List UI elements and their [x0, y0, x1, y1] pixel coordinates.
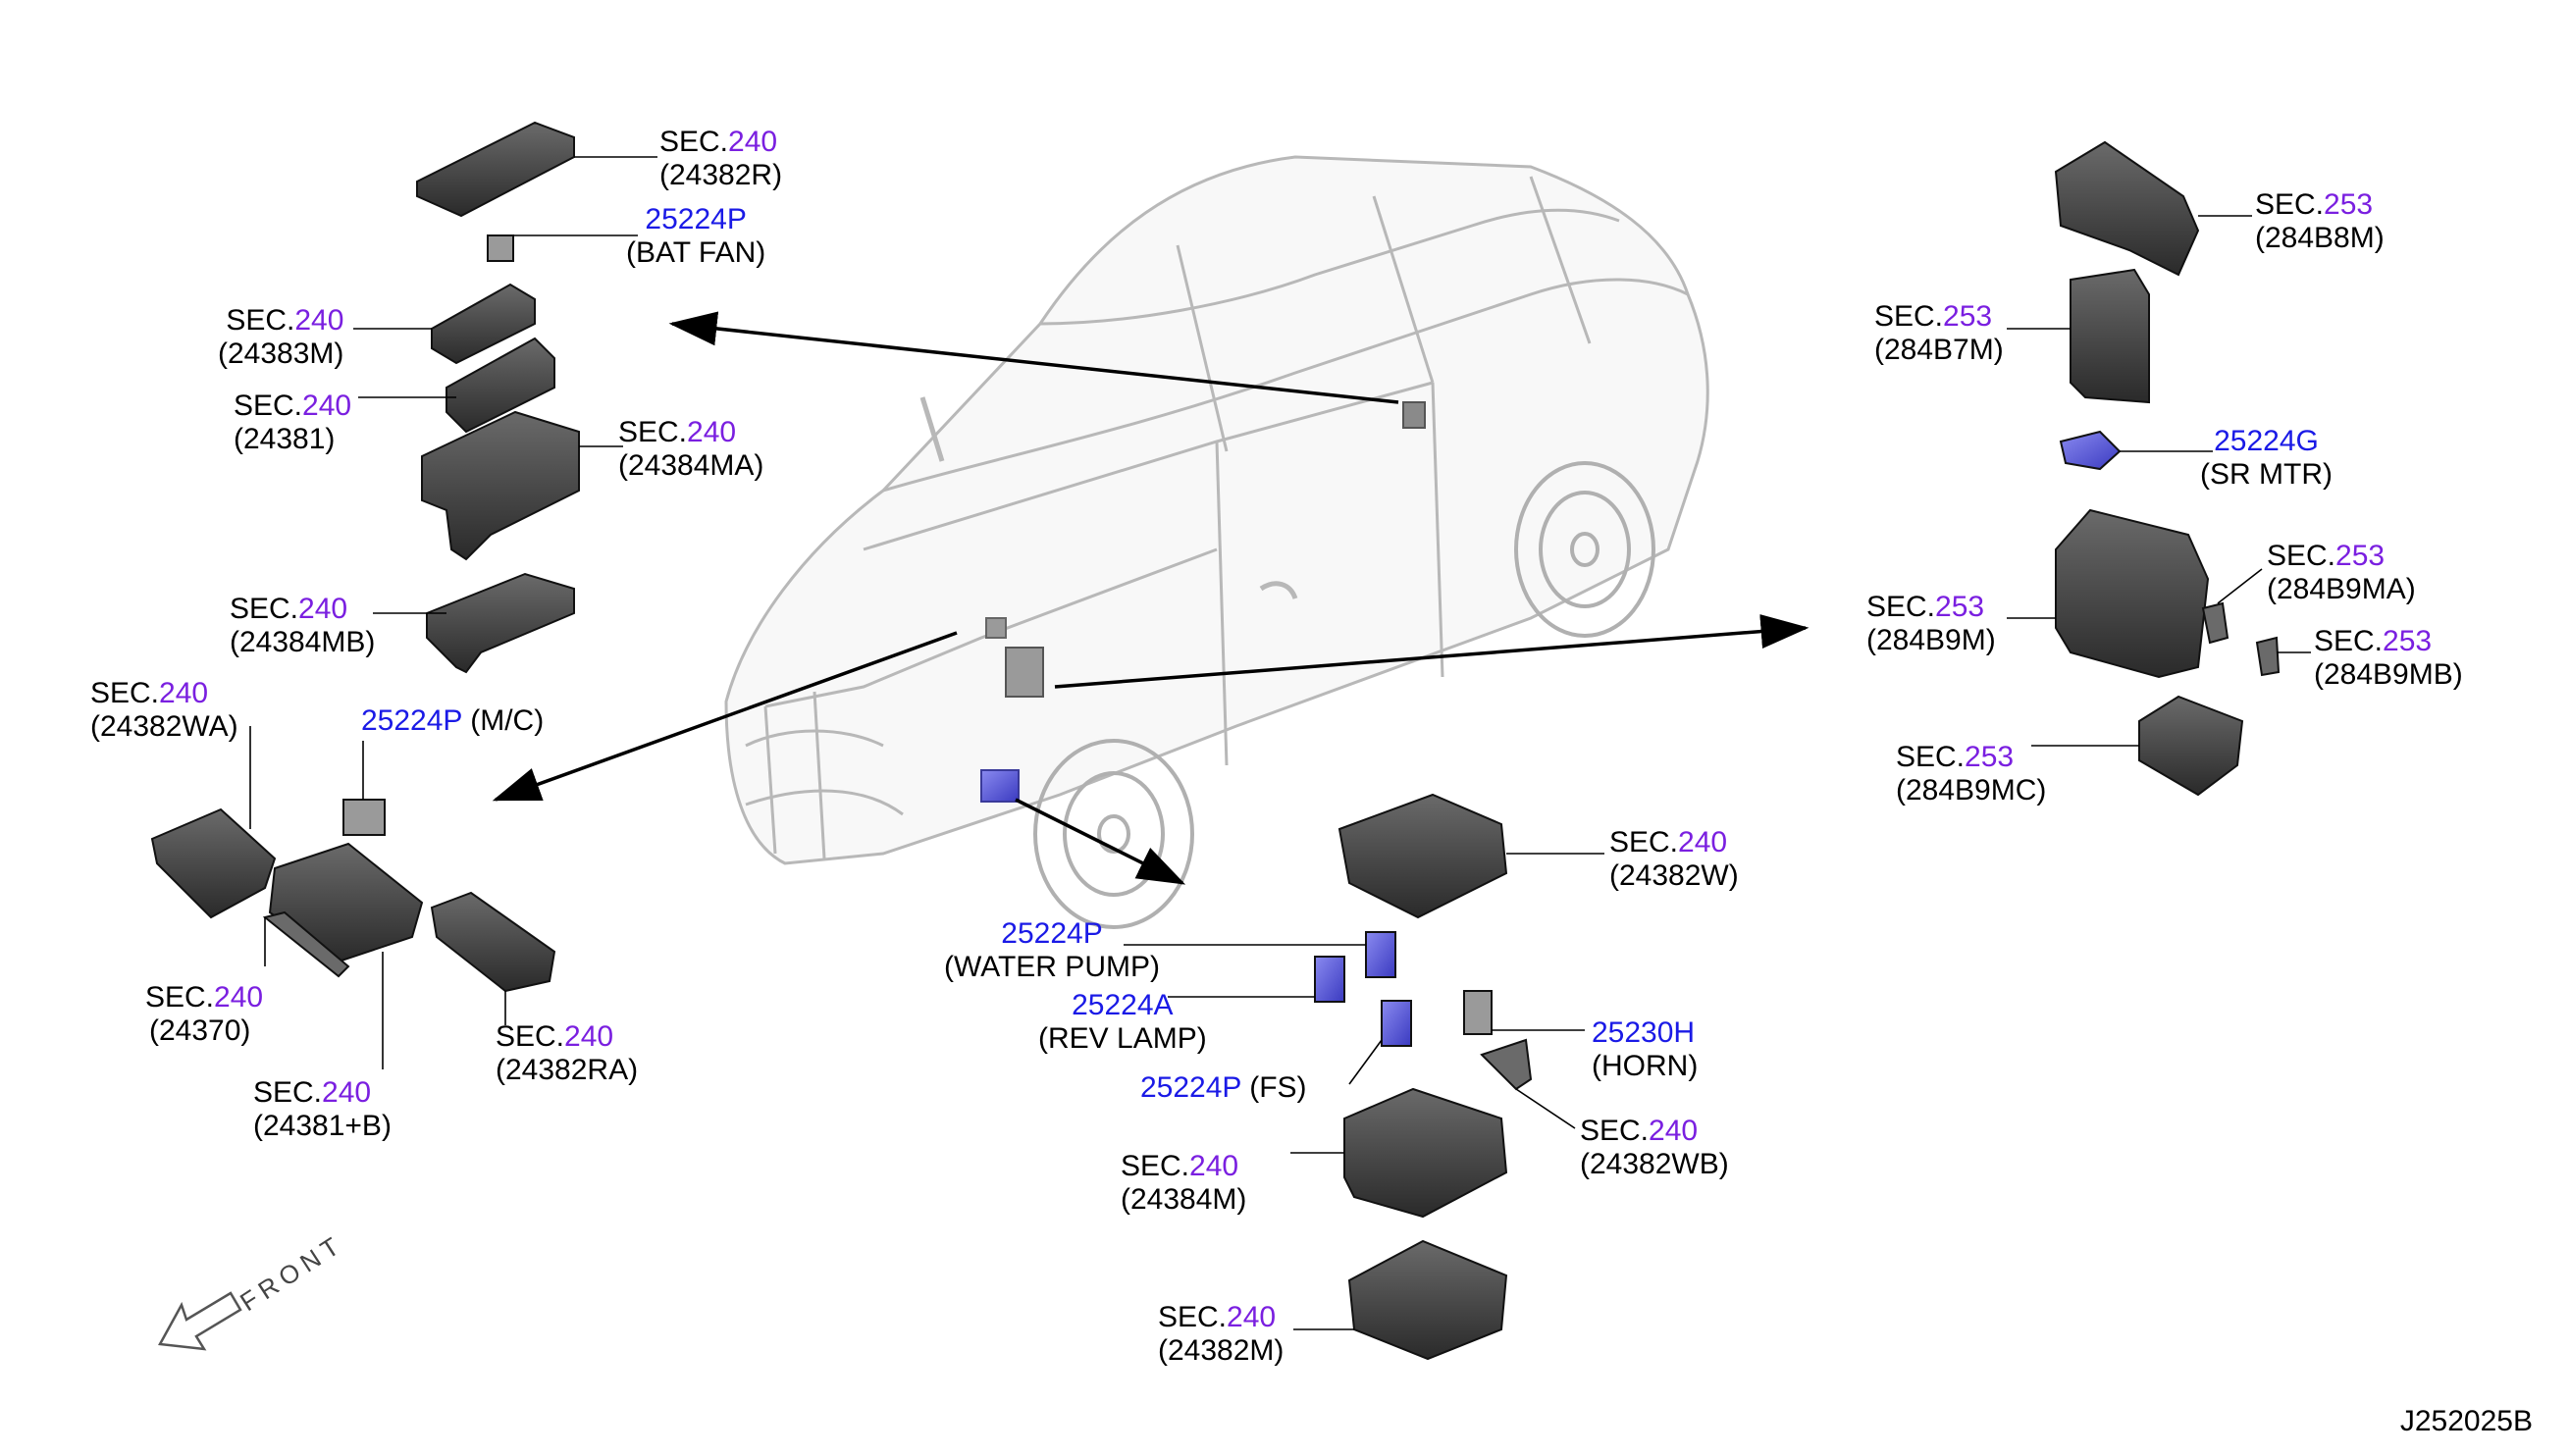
fuse-box-284B9M	[2055, 508, 2210, 679]
callout-water-pump: 25224P(WATER PUMP)	[944, 917, 1160, 983]
callout-284B9MC: SEC.253(284B9MC)	[1896, 741, 2047, 806]
callout-24382WA: SEC.240(24382WA)	[90, 677, 238, 743]
callout-24384M: SEC.240(24384M)	[1121, 1150, 1247, 1216]
fuse-box-cover-24382WA	[150, 807, 277, 919]
ecu-284B7M	[2070, 268, 2150, 404]
fuse-box-cover-24382W	[1337, 793, 1508, 919]
fuse-block-24383M	[431, 283, 536, 365]
bracket-284B9MC	[2138, 695, 2244, 797]
arrow-to-engine-room-group	[1015, 798, 1186, 885]
callout-24370: SEC.240(24370)	[145, 981, 264, 1047]
callout-284B9MB: SEC.253(284B9MB)	[2314, 625, 2463, 691]
callout-fs: 25224P (FS)	[1140, 1071, 1307, 1104]
front-wheel	[1033, 739, 1194, 929]
callout-24382W: SEC.240(24382W)	[1609, 826, 1739, 892]
fuse-block-24381B	[268, 842, 424, 963]
callout-mc: 25224P (M/C)	[361, 704, 545, 737]
rear-wheel	[1514, 461, 1655, 638]
callout-24382RA: SEC.240(24382RA)	[496, 1020, 639, 1086]
fuse-block-24381	[446, 337, 555, 434]
callout-284B9M: SEC.253(284B9M)	[1866, 591, 1996, 656]
callout-24382WB: SEC.240(24382WB)	[1580, 1115, 1729, 1180]
fuse-box-cover-24382RA	[430, 891, 556, 993]
callout-sr-mtr: 25224G(SR MTR)	[2200, 425, 2333, 491]
engine-room-components	[1314, 793, 1533, 1361]
location-arrows	[492, 311, 1809, 885]
callout-24384MA: SEC.240(24384MA)	[618, 416, 764, 482]
callout-24381: SEC.240(24381)	[234, 390, 352, 455]
relay-fs	[1381, 1000, 1412, 1047]
callout-24384MB: SEC.240(24384MB)	[230, 593, 376, 658]
callout-24383M: SEC.240(24383M)	[218, 304, 344, 370]
cover-284B8M	[2054, 140, 2200, 277]
bracket-284B9MB	[2255, 636, 2281, 677]
relay-mc	[342, 799, 386, 836]
callout-284B8M: SEC.253(284B8M)	[2255, 188, 2385, 254]
arrow-to-sec253-group	[1054, 614, 1809, 689]
bracket-24370	[262, 910, 350, 978]
fuse-box-24384MA	[421, 410, 580, 561]
callout-24381B: SEC.240(24381+B)	[253, 1076, 392, 1142]
relay-bat-fan	[487, 234, 514, 262]
callout-24382M: SEC.240(24382M)	[1158, 1301, 1285, 1367]
fuse-box-cover-24382R	[416, 121, 575, 218]
fuse-box-lower-cover-24382M	[1347, 1239, 1508, 1361]
arrow-to-mc-group	[492, 631, 958, 802]
callout-24382R: SEC.240(24382R)	[659, 126, 783, 191]
callout-bat-fan: 25224P(BAT FAN)	[626, 203, 766, 269]
vehicle-outline	[724, 155, 1709, 865]
relay-rev-lamp	[1314, 956, 1345, 1003]
left-components	[150, 799, 556, 993]
arrow-to-bat-fan-group	[668, 311, 1399, 404]
relay-horn	[1463, 990, 1493, 1035]
callout-horn: 25230H(HORN)	[1592, 1016, 1699, 1082]
leader-lines	[249, 156, 2311, 1330]
callout-284B7M: SEC.253(284B7M)	[1874, 300, 2004, 366]
bracket-284B9MA	[2201, 601, 2229, 645]
relay-sr-mtr	[2059, 430, 2122, 471]
front-direction-arrow	[158, 1291, 242, 1351]
relay-water-pump	[1365, 931, 1396, 978]
fuse-box-24384M	[1343, 1087, 1508, 1219]
top-left-components	[416, 121, 580, 674]
fuse-box-bracket-24384MB	[426, 572, 575, 674]
in-car-components	[980, 401, 1426, 803]
sheet-code: J252025B	[2399, 1405, 2533, 1437]
bracket-24382WB	[1480, 1038, 1533, 1091]
callout-284B9MA: SEC.253(284B9MA)	[2267, 540, 2416, 605]
callout-rev-lamp: 25224A(REV LAMP)	[1038, 989, 1207, 1055]
right-components	[2054, 140, 2281, 797]
